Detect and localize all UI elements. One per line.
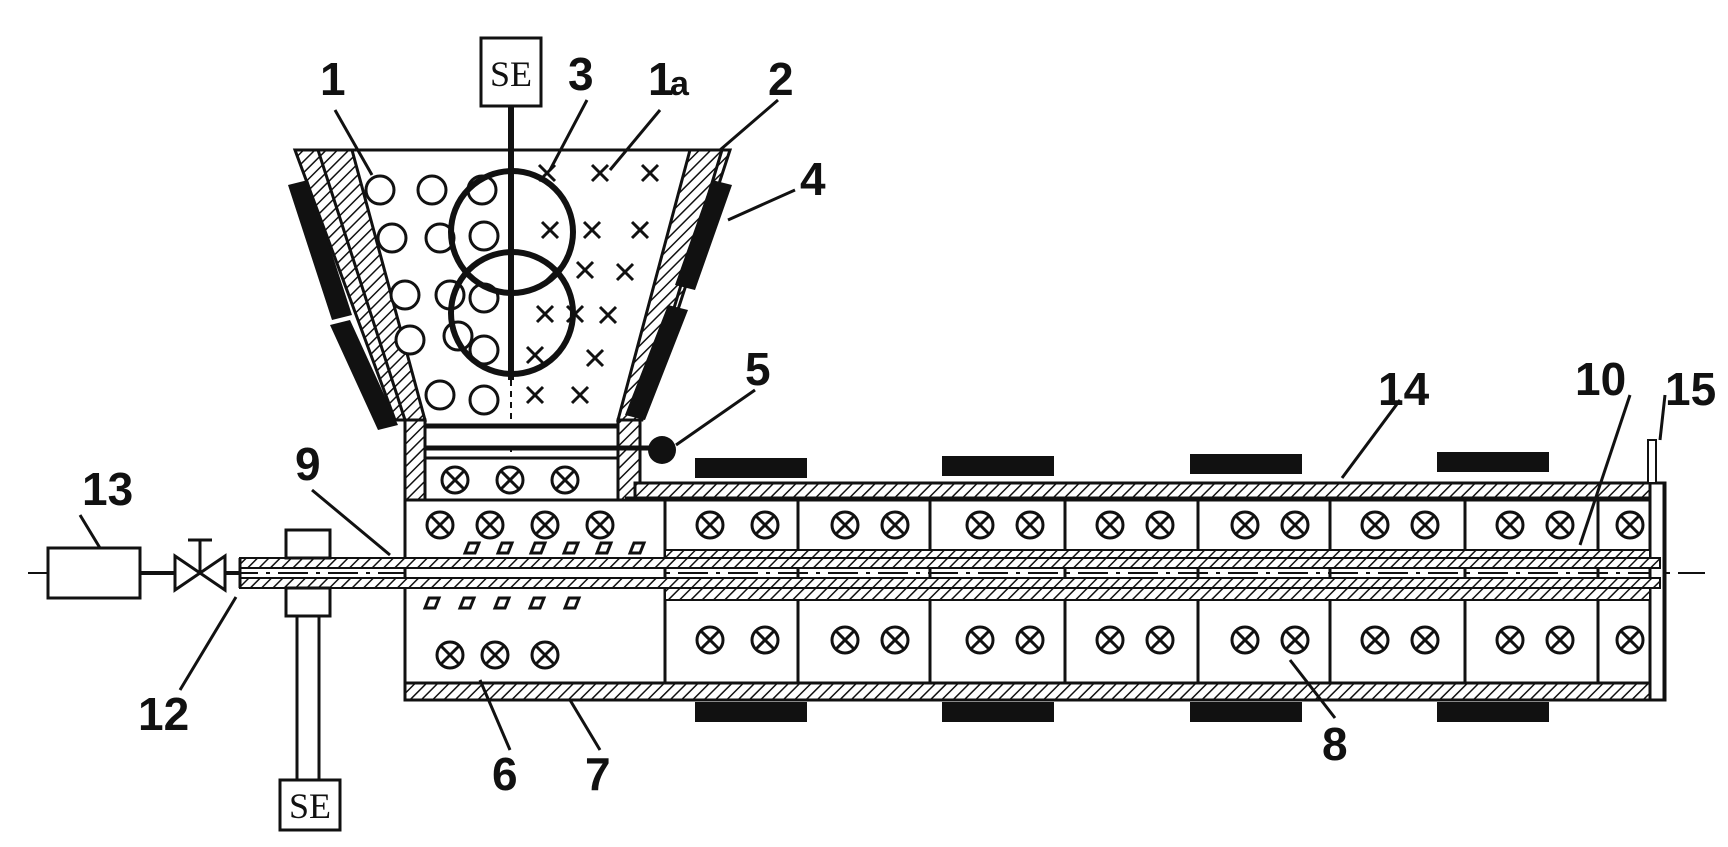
callout-10: 10 (1575, 353, 1626, 405)
callout-9: 9 (295, 438, 321, 490)
leader-lines (78, 98, 1667, 751)
callout-14: 14 (1378, 363, 1430, 415)
inlet-valve (140, 538, 240, 593)
callout-1a-sub: a (670, 65, 690, 103)
callout-3: 3 (568, 48, 594, 100)
bottom-drive (278, 528, 342, 832)
top-motor-label: SE (490, 54, 532, 94)
callout-12: 12 (138, 688, 189, 740)
callout-1: 1 (320, 53, 346, 105)
callout-2: 2 (768, 53, 794, 105)
callout-4: 4 (800, 153, 826, 205)
stirrer (448, 36, 576, 505)
screw-shaft (238, 557, 1661, 589)
callout-15: 15 (1665, 363, 1716, 415)
bottom-motor-label: SE (289, 786, 331, 826)
callout-13: 13 (82, 463, 133, 515)
gate-valve (423, 425, 676, 464)
device-13-box (46, 546, 142, 600)
hopper-heater-bands (288, 180, 732, 430)
hopper (292, 148, 733, 502)
callout-7: 7 (585, 748, 611, 800)
end-flange (1647, 439, 1657, 484)
callout-1a-number: 1 (648, 53, 674, 105)
feed-throat (423, 456, 620, 502)
callout-8: 8 (1322, 718, 1348, 770)
barrel-heater-bands (695, 452, 1549, 722)
callout-6: 6 (492, 748, 518, 800)
callout-5: 5 (745, 343, 771, 395)
